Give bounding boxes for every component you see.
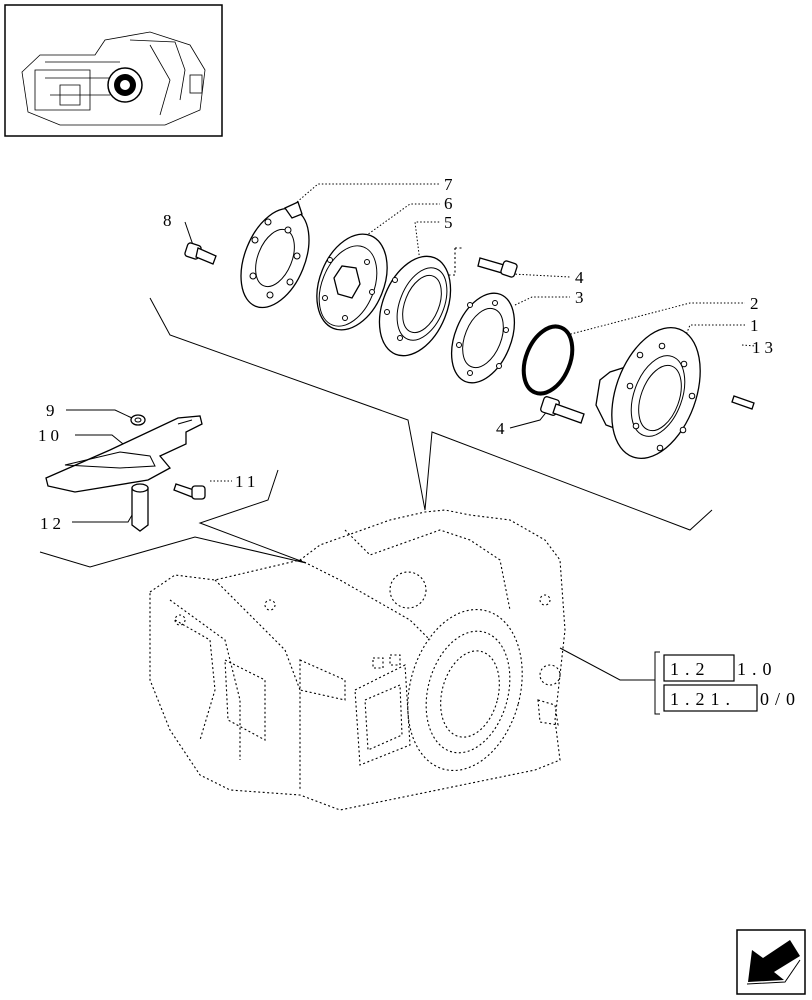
transmission-housing	[149, 509, 566, 811]
bolt-part-8	[184, 242, 217, 265]
stud-part-13	[731, 395, 755, 410]
callout-4-upper: 4	[575, 268, 588, 287]
reference-2-boxed[interactable]: 1.21.	[670, 689, 736, 709]
ring-part-5	[378, 255, 452, 357]
callout-labels: 7 6 5 8 4 3 2 1 13 4 9 10 11 12	[38, 175, 777, 533]
callout-3: 3	[575, 288, 588, 307]
callout-4-lower: 4	[496, 419, 509, 438]
flange-plate-part-7	[240, 201, 310, 309]
reference-1-rest[interactable]: 1.0	[737, 659, 778, 679]
callout-8: 8	[163, 211, 176, 230]
callout-1: 1	[750, 316, 763, 335]
callout-7: 7	[444, 175, 457, 194]
next-page-arrow-icon[interactable]	[736, 929, 806, 995]
reference-group[interactable]: 1.2 1.0 1.21. 0/0	[654, 651, 801, 715]
callout-9: 9	[46, 401, 59, 420]
washer-part-9	[130, 414, 146, 426]
bolt-part-4-lower	[540, 396, 585, 424]
o-ring-part-2	[521, 324, 575, 396]
assembly-thumbnail-icon[interactable]	[4, 4, 223, 137]
callout-6: 6	[444, 194, 457, 213]
reference-2-rest[interactable]: 0/0	[760, 689, 801, 709]
lever-plate-part-10	[45, 415, 203, 493]
callout-2: 2	[750, 294, 763, 313]
reference-box-1[interactable]	[663, 654, 735, 682]
hub-part-6	[316, 233, 388, 331]
reference-1-boxed[interactable]: 1.2	[670, 659, 711, 679]
bolt-part-11	[173, 483, 206, 500]
housing-part-1	[595, 327, 701, 459]
callout-5: 5	[444, 213, 457, 232]
reference-box-2[interactable]	[663, 684, 758, 712]
bolt-part-4-upper	[477, 257, 518, 278]
callout-12: 12	[40, 514, 65, 533]
pin-part-12	[131, 483, 149, 532]
callout-11: 11	[235, 472, 259, 491]
callout-13: 13	[752, 338, 777, 357]
gasket-part-3	[450, 292, 516, 384]
callout-10: 10	[38, 426, 63, 445]
